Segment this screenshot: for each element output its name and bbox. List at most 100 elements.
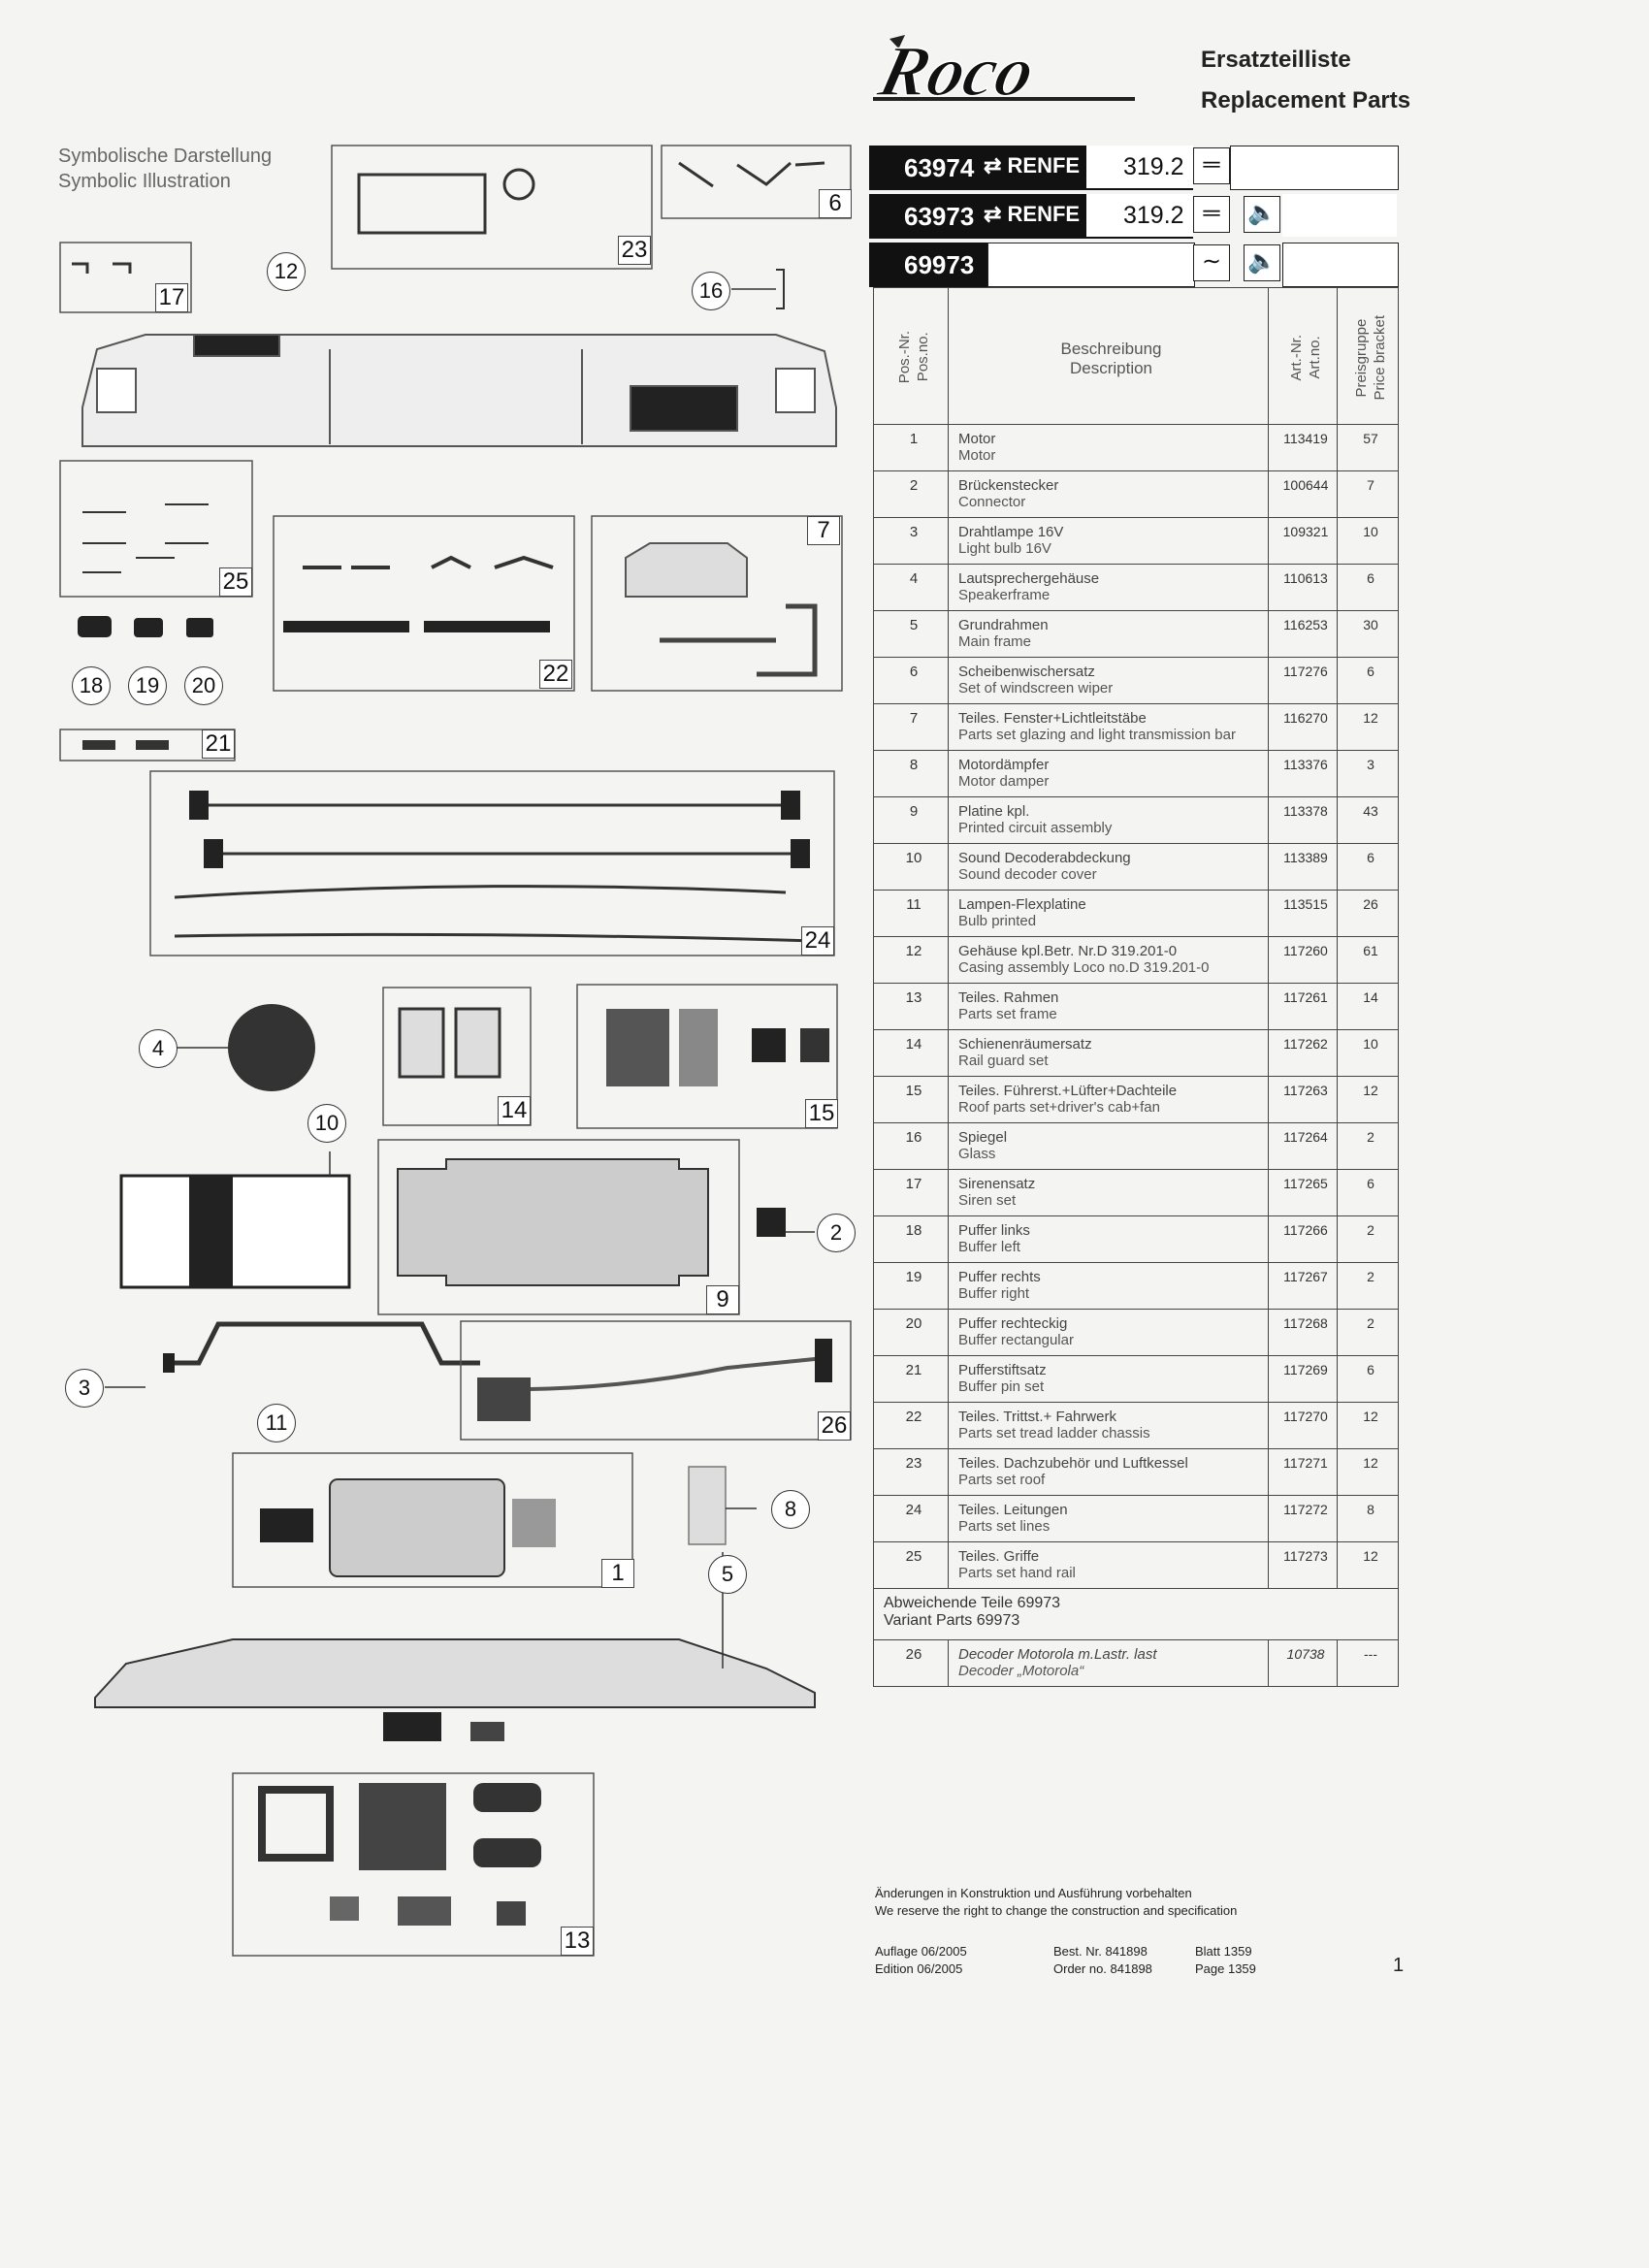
description-de: Brückenstecker [958,477,1059,494]
description-en: Siren set [958,1192,1017,1209]
description-de: Lampen-Flexplatine [958,896,1086,913]
pos-number: 2 [909,477,919,494]
footer-notice: Änderungen in Konstruktion und Ausführun… [875,1885,1237,1920]
price-bracket: 12 [1363,1409,1378,1424]
cell-pos: 5 [873,610,949,658]
cell-art-no: 113419 [1268,424,1338,471]
price-bracket: --- [1364,1646,1377,1662]
description-en: Main frame [958,633,1032,650]
description-de: Puffer rechteckig [958,1315,1068,1332]
cell-pos: 19 [873,1262,949,1310]
pos-number: 25 [905,1548,922,1565]
renfe-logo: ⇄ RENFE [984,202,1081,226]
art-number: 117267 [1283,1269,1328,1284]
header-pos-en: Pos.no. [915,332,931,382]
art-number: 116253 [1283,617,1328,632]
art-number: 113376 [1283,757,1328,772]
description-de: Puffer links [958,1222,1030,1239]
price-bracket: 30 [1363,617,1378,632]
page-number: 1 [1393,1955,1405,1976]
description-en: Casing assembly Loco no.D 319.201-0 [958,959,1210,976]
cell-art-no: 117265 [1268,1169,1338,1216]
cell-pos: 15 [873,1076,949,1123]
art-number: 117265 [1283,1176,1328,1191]
cell-art-no: 117263 [1268,1076,1338,1123]
callout-17: 17 [155,283,188,312]
cell-art-no: 113378 [1268,796,1338,844]
callout-24: 24 [801,926,834,956]
pos-number: 8 [909,757,919,773]
cell-pos: 18 [873,1215,949,1263]
title-english: Replacement Parts [1201,87,1411,113]
art-number: 110613 [1283,570,1328,586]
description-en: Connector [958,494,1026,510]
callout-13: 13 [561,1927,594,1956]
cell-pos: 3 [873,517,949,565]
cell-price-bracket: 2 [1337,1215,1399,1263]
dc-icon: ═ [1193,196,1230,233]
pos-number: 23 [905,1455,922,1472]
price-bracket: 12 [1363,710,1378,726]
pos-number: 19 [905,1269,922,1285]
cell-art-no: 117269 [1268,1355,1338,1403]
ac-icon: ∼ [1193,244,1230,281]
cell-pos: 11 [873,890,949,937]
cell-pos: 17 [873,1169,949,1216]
art-number: 117270 [1283,1409,1328,1424]
description-en: Buffer right [958,1285,1030,1302]
description-de: Motor [958,431,996,447]
art-number: 10738 [1286,1646,1325,1662]
cell-pos: 23 [873,1448,949,1496]
description-en: Buffer rectangular [958,1332,1074,1348]
header-desc-en: Description [1069,359,1153,377]
variant-title-de: Abweichende Teile 69973 [884,1595,1061,1611]
header-pos: Pos.-Nr.Pos.no. [873,287,949,425]
cell-price-bracket: 30 [1337,610,1399,658]
cell-pos: 4 [873,564,949,611]
art-number: 117263 [1283,1083,1328,1098]
header-art: Art.-Nr.Art.no. [1268,287,1338,425]
order-de: Best. Nr. 841898 [1053,1944,1148,1959]
price-bracket: 12 [1363,1455,1378,1471]
description-en: Set of windscreen wiper [958,680,1114,697]
description-de: Teiles. Dachzubehör und Luftkessel [958,1455,1188,1472]
cell-pos: 13 [873,983,949,1030]
cell-price-bracket: 6 [1337,1169,1399,1216]
cell-price-bracket: 6 [1337,657,1399,704]
cell-price-bracket: 3 [1337,750,1399,797]
cell-art-no: 110613 [1268,564,1338,611]
art-number: 109321 [1282,524,1329,539]
variant-header-row: Abweichende Teile 69973 Variant Parts 69… [873,1588,1399,1640]
price-bracket: 6 [1367,664,1374,679]
cell-price-bracket: 12 [1337,1076,1399,1123]
pos-number: 13 [905,989,922,1006]
cell-art-no: 117267 [1268,1262,1338,1310]
cell-art-no: 117261 [1268,983,1338,1030]
description-de: Lautsprechergehäuse [958,570,1100,587]
price-bracket: 26 [1363,896,1378,912]
pos-number: 18 [905,1222,922,1239]
pos-number: 3 [909,524,919,540]
price-bracket: 43 [1363,803,1378,819]
price-bracket: 2 [1367,1129,1374,1145]
cell-price-bracket: 6 [1337,843,1399,891]
description-de: Sirenensatz [958,1176,1036,1192]
cell-art-no: 100644 [1268,470,1338,518]
cell-price-bracket: 61 [1337,936,1399,984]
